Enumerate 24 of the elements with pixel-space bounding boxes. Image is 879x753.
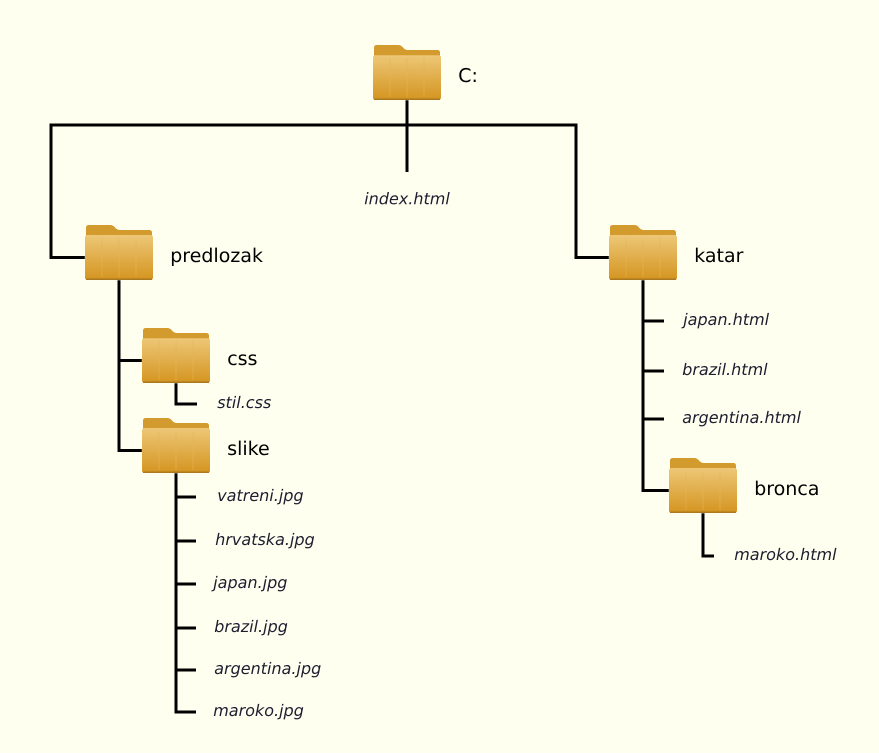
file-name: maroko.jpg <box>214 704 304 720</box>
folder-label: css <box>228 354 257 366</box>
file-name: argentina.html <box>682 410 801 426</box>
file-name: brazil.html <box>682 362 768 376</box>
tree-line <box>702 513 714 558</box>
file-name: stil.css <box>217 396 271 408</box>
folder-label: predlozak <box>172 248 263 266</box>
tree-line <box>174 383 197 406</box>
file-name: brazil.jpg <box>214 620 288 636</box>
folder-label: bronca <box>756 480 818 496</box>
tree-line <box>642 278 670 492</box>
folder-label: C: <box>459 68 476 82</box>
tree-line <box>50 98 610 259</box>
file-name: argentina.jpg <box>214 662 321 678</box>
file-name: japan.jpg <box>211 576 287 592</box>
folder-label: slike <box>228 440 269 456</box>
file-name: hrvatska.jpg <box>216 532 314 548</box>
file-name: vatreni.jpg <box>218 488 303 504</box>
file-name: japan.html <box>681 312 770 328</box>
file-name: maroko.html <box>734 548 836 560</box>
tree-line <box>118 278 144 452</box>
tree-line <box>174 472 198 714</box>
file-name: index.html <box>364 192 450 204</box>
folder-label: katar <box>696 248 744 262</box>
